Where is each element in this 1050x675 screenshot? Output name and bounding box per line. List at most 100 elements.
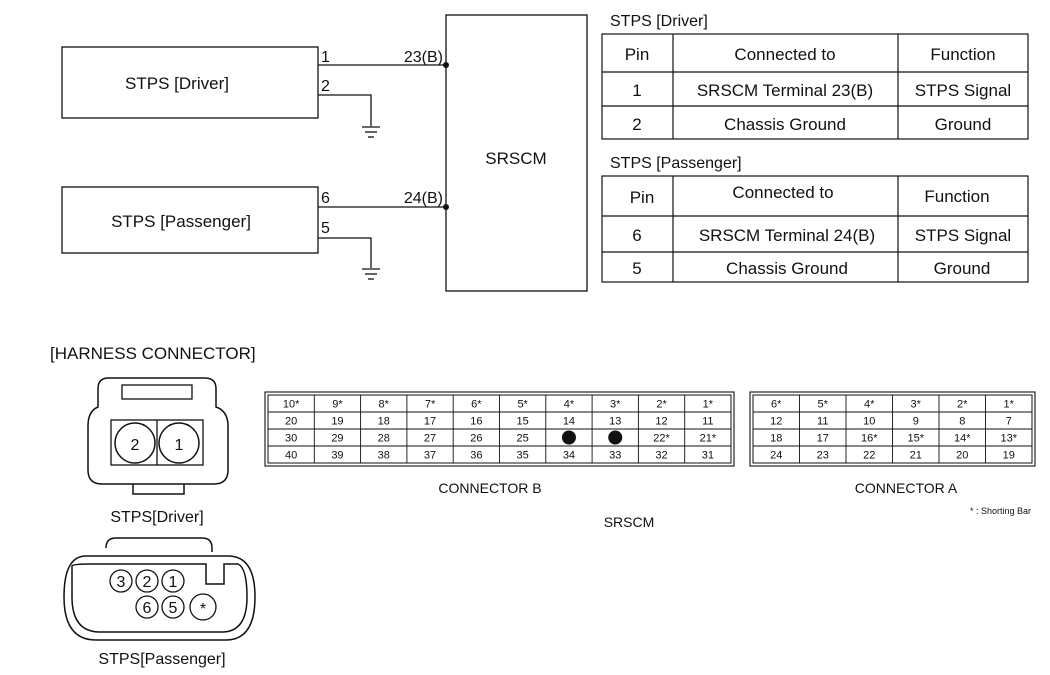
pin-cell: 31 — [702, 450, 714, 462]
stps-passenger-label: STPS [Passenger] — [111, 212, 251, 231]
pin-cell: 3* — [911, 399, 922, 411]
harness-connector-title: [HARNESS CONNECTOR] — [50, 344, 256, 363]
pin-cell: 16* — [861, 433, 878, 445]
connector-outer-frame — [264, 391, 735, 467]
pin-circle — [161, 595, 185, 619]
pin-cell: 14* — [954, 433, 971, 445]
pin-circle — [189, 593, 217, 621]
pin-number: 6 — [321, 190, 330, 207]
driver-table-title: STPS [Driver] — [610, 13, 708, 30]
pin-cell: 22* — [653, 433, 670, 445]
junction-dot — [443, 204, 449, 210]
stps-passenger-connector — [63, 537, 256, 641]
table-cell: STPS Signal — [915, 81, 1011, 100]
pin-cell: 39 — [331, 450, 343, 462]
pin-cell: 6* — [471, 399, 482, 411]
passenger-ground-wire — [318, 237, 372, 268]
pin-number: 2 — [321, 78, 330, 95]
pin-cell: 21* — [700, 433, 717, 445]
pin-cell: 18 — [770, 433, 782, 445]
pin-cell: 12 — [655, 416, 667, 428]
connector-b-label: CONNECTOR B — [438, 480, 541, 496]
pin-cell: 20 — [285, 416, 297, 428]
pin-cell: 36 — [470, 450, 482, 462]
pin-cell: 5* — [517, 399, 528, 411]
pin-cell: 28 — [378, 433, 390, 445]
table-header: Connected to — [732, 183, 833, 202]
pin-cell: 7 — [1006, 416, 1012, 428]
pin-circle — [109, 569, 133, 593]
pin-number: 1 — [169, 574, 178, 591]
pin-cell: 25 — [517, 433, 529, 445]
table-cell: SRSCM Terminal 24(B) — [699, 226, 875, 245]
table-cell: 5 — [632, 259, 641, 278]
pin-cell: 22 — [863, 450, 875, 462]
pin-cell: 19 — [1003, 450, 1015, 462]
passenger-table-title: STPS [Passenger] — [610, 155, 742, 172]
stps-passenger-box — [61, 186, 319, 254]
ground-icon — [362, 268, 380, 280]
table-cell: STPS Signal — [915, 226, 1011, 245]
table-cell: SRSCM Terminal 23(B) — [697, 81, 873, 100]
pin-cell: 38 — [378, 450, 390, 462]
pin-cell: 15* — [907, 433, 924, 445]
pin-cell: 1* — [703, 399, 714, 411]
terminal-label: 23(B) — [404, 49, 443, 66]
pin-cell: 15 — [517, 416, 529, 428]
pin-cell: 2* — [656, 399, 667, 411]
terminal-dot — [608, 430, 623, 445]
connector-a-label: CONNECTOR A — [855, 480, 958, 496]
stps-driver-connector — [87, 377, 229, 495]
stps-driver-connector-label: STPS[Driver] — [110, 509, 203, 526]
pin-cell: 23 — [817, 450, 829, 462]
pin-cell: 16 — [470, 416, 482, 428]
table-cell: Ground — [934, 259, 991, 278]
table-header: Function — [924, 187, 989, 206]
pin-cell: 3* — [610, 399, 621, 411]
pin-cell: 8* — [379, 399, 390, 411]
table-header: Connected to — [734, 45, 835, 64]
terminal-label: 24(B) — [404, 190, 443, 207]
pin-number: * — [200, 601, 206, 618]
pin-cell: 20 — [956, 450, 968, 462]
junction-dot — [443, 62, 449, 68]
pin-cell: 32 — [655, 450, 667, 462]
pin-cell: 18 — [378, 416, 390, 428]
pin-cell: 10* — [283, 399, 300, 411]
pin-cell: 6* — [771, 399, 782, 411]
shorting-bar-note: * : Shorting Bar — [970, 506, 1031, 516]
pin-number: 6 — [143, 600, 152, 617]
driver-ground-wire — [318, 94, 372, 126]
pin-cell: 37 — [424, 450, 436, 462]
pin-cell: 1* — [1004, 399, 1015, 411]
pin-cell: 24 — [770, 450, 782, 462]
pin-cell: 17 — [424, 416, 436, 428]
pin-cell: 30 — [285, 433, 297, 445]
table-cell: 1 — [632, 81, 641, 100]
driver-pin-table — [601, 33, 1029, 140]
pin-cell: 10 — [863, 416, 875, 428]
pin-cell: 9 — [913, 416, 919, 428]
pin-circle — [161, 569, 185, 593]
pin-cell: 34 — [563, 450, 575, 462]
pin-cell: 11 — [817, 416, 828, 428]
pin-cell: 14 — [563, 416, 575, 428]
pin-number: 5 — [321, 220, 330, 237]
table-header: Pin — [630, 188, 655, 207]
pin-cell: 29 — [331, 433, 343, 445]
pin-cell: 40 — [285, 450, 297, 462]
table-header: Pin — [625, 45, 650, 64]
srscm-connector-label: SRSCM — [604, 514, 655, 530]
srscm-box — [445, 14, 588, 292]
pin-circle — [135, 569, 159, 593]
pin-cell: 35 — [517, 450, 529, 462]
pin-cell: 27 — [424, 433, 436, 445]
table-cell: 2 — [632, 115, 641, 134]
table-cell: Ground — [935, 115, 992, 134]
pin-cell: 33 — [609, 450, 621, 462]
table-header: Function — [930, 45, 995, 64]
table-cell: Chassis Ground — [726, 259, 848, 278]
stps-passenger-connector-label: STPS[Passenger] — [98, 651, 225, 668]
